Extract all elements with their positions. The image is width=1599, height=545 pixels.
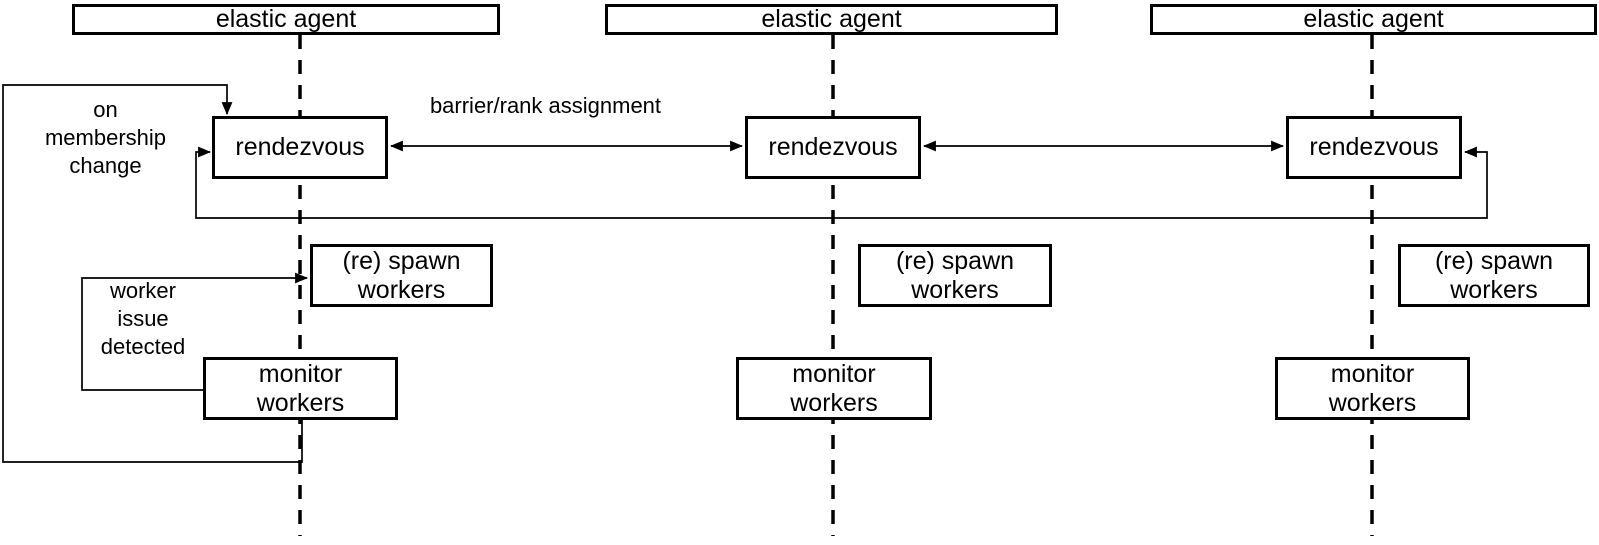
membership-change-label: on membership change [44, 97, 167, 178]
rendezvous-box-2: rendezvous [745, 116, 921, 179]
elastic-agent-box-3: elastic agent [1150, 4, 1597, 35]
monitor-workers-box-2: monitor workers [736, 357, 932, 420]
monitor-workers-box-3: monitor workers [1275, 357, 1470, 420]
rendezvous-box-1: rendezvous [212, 116, 388, 179]
worker-issue-arrow-line [81, 272, 309, 391]
respawn-workers-box-3: (re) spawn workers [1398, 244, 1590, 307]
elastic-agent-box-2: elastic agent [605, 4, 1058, 35]
elastic-agent-box-1: elastic agent [72, 4, 500, 35]
monitor-workers-box-1: monitor workers [203, 357, 398, 420]
barrier-rank-label: barrier/rank assignment [429, 93, 662, 118]
worker-issue-label: worker issue detected [100, 278, 186, 359]
respawn-workers-box-1: (re) spawn workers [310, 244, 493, 307]
rendezvous-box-3: rendezvous [1286, 116, 1462, 179]
membership-change-loop-line [2, 84, 303, 463]
rendezvous-feedback-loop-line [195, 146, 1488, 219]
respawn-workers-box-2: (re) spawn workers [858, 244, 1052, 307]
